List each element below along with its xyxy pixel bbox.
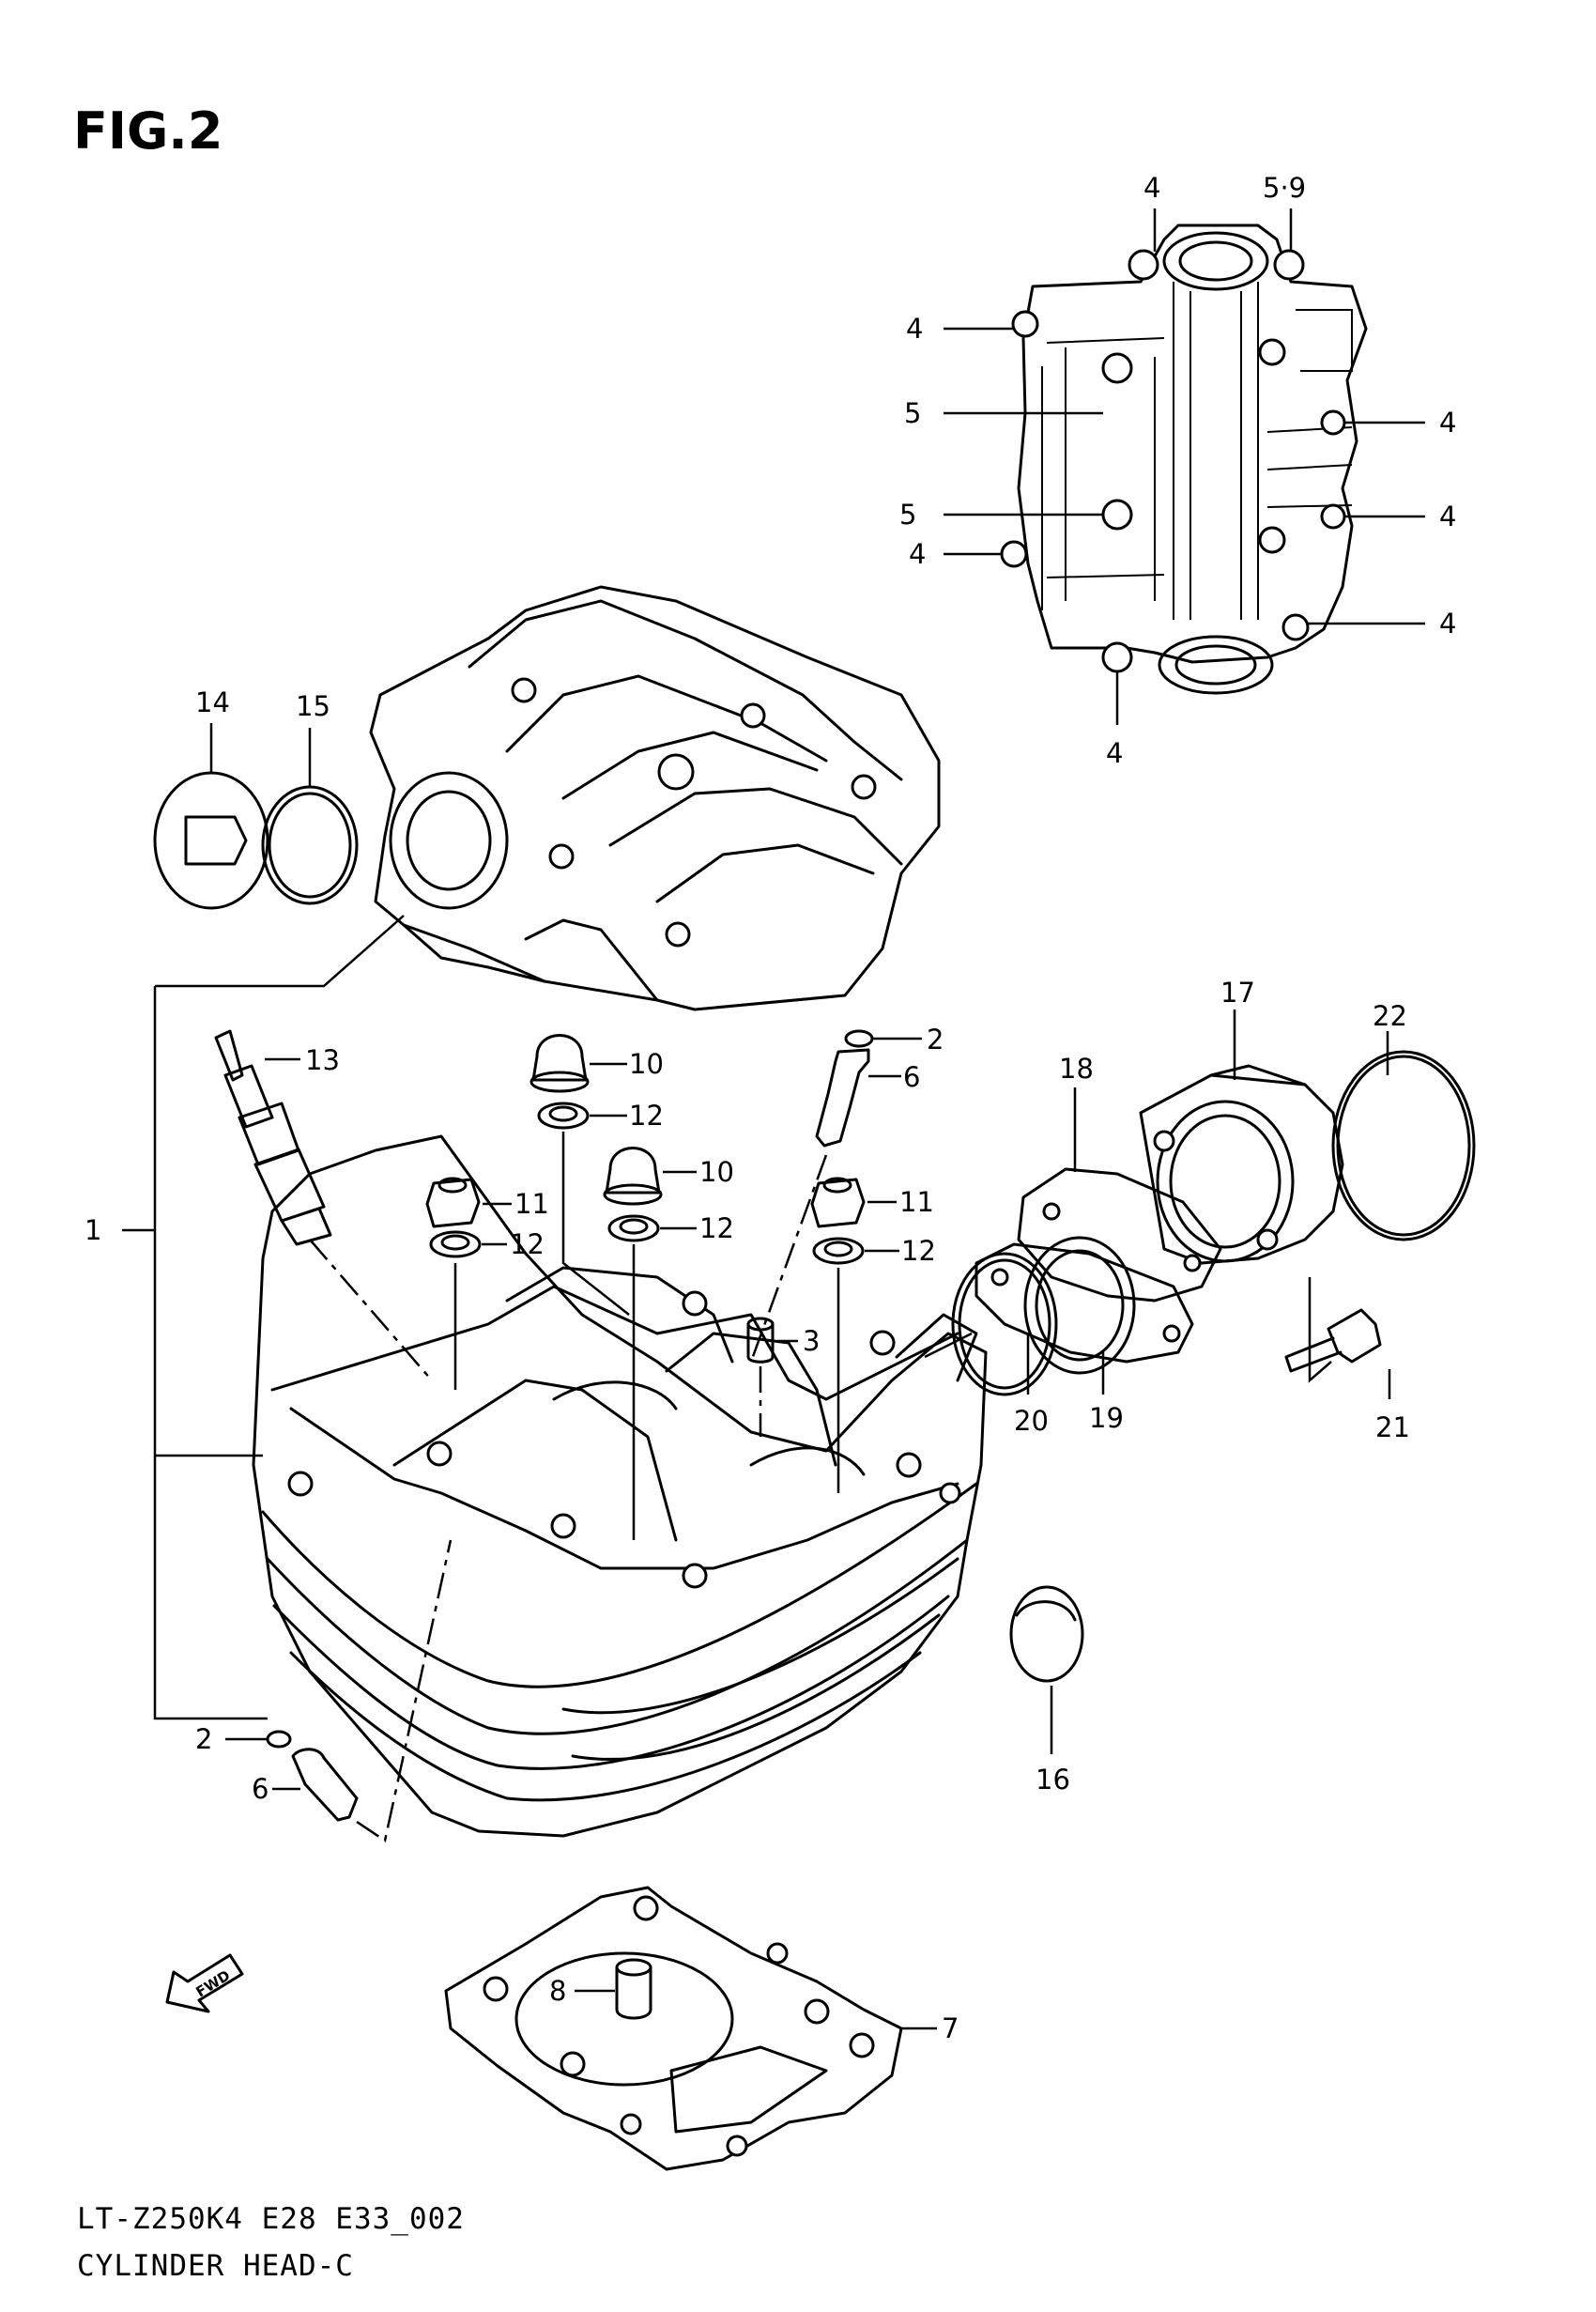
- footer-section-name: CYLINDER HEAD-C: [77, 2249, 354, 2283]
- callout-2a: 2: [927, 1024, 944, 1056]
- callout-10a: 10: [629, 1048, 664, 1080]
- callout-20: 20: [1014, 1405, 1049, 1437]
- part-7-cylinder-head-gasket: [444, 1886, 903, 2171]
- callout-6a: 6: [903, 1061, 920, 1093]
- callout-12c: 12: [510, 1228, 545, 1260]
- callout-inset-5b: 5: [899, 499, 916, 531]
- callout-inset-5a: 5: [904, 397, 921, 429]
- part-3-dowel: [746, 1317, 775, 1364]
- part-8-dowel: [615, 1958, 652, 2020]
- callout-7: 7: [942, 2012, 959, 2044]
- part-14-cap: [153, 771, 269, 910]
- part-21-bolt: [1284, 1308, 1382, 1373]
- part-17-intake-pipe: [1139, 1064, 1344, 1265]
- callout-1: 1: [84, 1214, 101, 1246]
- callout-11a: 11: [514, 1188, 549, 1220]
- part-18-insulator: [1017, 1167, 1222, 1302]
- cylinder-head: [252, 1134, 988, 1838]
- part-6-guide-lower: [291, 1748, 359, 1822]
- callout-inset-4a: 4: [1143, 172, 1160, 204]
- callout-10b: 10: [699, 1156, 734, 1188]
- callout-6b: 6: [252, 1773, 269, 1805]
- part-20-o-ring: [951, 1252, 1058, 1396]
- callout-12a: 12: [629, 1100, 664, 1132]
- callout-3: 3: [803, 1325, 820, 1357]
- callout-21: 21: [1375, 1411, 1410, 1443]
- callout-22: 22: [1373, 1000, 1407, 1032]
- callout-15: 15: [296, 690, 330, 722]
- part-19-gasket: [974, 1236, 1194, 1375]
- part-6-guide-upper: [815, 1048, 870, 1148]
- callout-8: 8: [549, 1975, 566, 2007]
- callout-19: 19: [1089, 1402, 1124, 1434]
- part-12-washer-c: [429, 1230, 482, 1258]
- callout-inset-5-9: 5·9: [1263, 172, 1306, 204]
- fwd-arrow-label: FWD: [192, 1966, 233, 2000]
- callout-17: 17: [1220, 977, 1255, 1009]
- callout-16: 16: [1036, 1764, 1070, 1796]
- fwd-arrow-icon: FWD: [165, 1953, 244, 2013]
- callout-inset-4c: 4: [909, 538, 926, 570]
- cylinder-head-cover: [369, 585, 941, 1011]
- callout-11b: 11: [899, 1186, 934, 1218]
- part-10-cap-nut-a: [529, 1034, 590, 1093]
- part-22-clamp: [1331, 1050, 1476, 1241]
- callout-inset-4d: 4: [1439, 407, 1456, 439]
- part-2-clip-lower: [266, 1730, 292, 1749]
- callout-13: 13: [305, 1044, 340, 1076]
- callout-18: 18: [1059, 1053, 1094, 1085]
- callout-2b: 2: [195, 1723, 212, 1755]
- callout-inset-4f: 4: [1439, 608, 1456, 640]
- part-12-washer-d: [812, 1237, 865, 1265]
- callout-inset-4e: 4: [1439, 501, 1456, 532]
- part-2-clip-upper: [844, 1029, 874, 1048]
- part-10-cap-nut-b: [603, 1147, 663, 1206]
- footer-model-code: LT-Z250K4 E28 E33_002: [77, 2202, 465, 2236]
- callout-inset-4g: 4: [1106, 737, 1123, 769]
- part-13-spark-plug: [214, 1029, 332, 1246]
- part-12-washer-b: [607, 1214, 660, 1242]
- part-11-nut-a: [425, 1177, 481, 1228]
- part-11-nut-b: [810, 1177, 866, 1228]
- callout-14: 14: [195, 686, 230, 718]
- callout-12d: 12: [901, 1235, 936, 1267]
- callout-12b: 12: [699, 1212, 734, 1244]
- head-cover-bottom-view-inset: 4 5·9 4 5 5 4 4 4 4 4: [899, 172, 1456, 769]
- callout-inset-4b: 4: [906, 313, 923, 345]
- part-15-o-ring: [261, 785, 359, 905]
- part-12-washer-a: [537, 1102, 590, 1130]
- part-16-plug: [1009, 1585, 1084, 1683]
- figure-title: FIG.2: [73, 101, 223, 161]
